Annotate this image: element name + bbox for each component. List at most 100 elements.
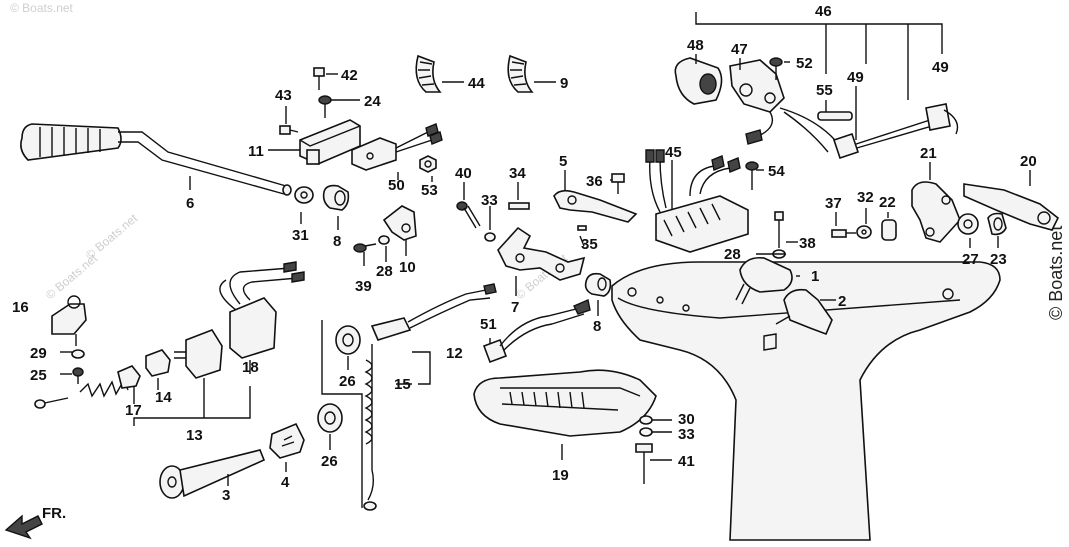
callout-36: 36 (586, 173, 603, 190)
part-collar-22 (881, 219, 897, 241)
part-2 (775, 288, 833, 336)
callout-8a: 8 (333, 233, 341, 250)
callout-38: 38 (799, 235, 816, 252)
part-grip-19 (473, 369, 657, 437)
part-washer-31 (294, 186, 314, 204)
part-switch-51 (482, 299, 591, 364)
callout-45: 45 (665, 144, 682, 161)
part-switch-47 (729, 59, 785, 113)
callout-13: 13 (186, 427, 203, 444)
callout-9: 9 (560, 75, 568, 92)
part-link-20 (963, 183, 1060, 231)
callout-1: 1 (811, 268, 819, 285)
part-clip-16 (51, 295, 87, 335)
part-link-7 (497, 226, 586, 281)
part-switch-body-13 (174, 329, 223, 379)
callout-32: 32 (857, 189, 874, 206)
watermark-boats-net: © Boats.net (1046, 226, 1066, 320)
callout-12: 12 (446, 345, 463, 362)
part-bolt-43 (279, 125, 299, 135)
callout-26a: 26 (339, 373, 356, 390)
part-bolt-42 (313, 67, 325, 90)
callout-25: 25 (30, 367, 47, 384)
part-lever-10 (382, 205, 417, 241)
part-washer-30 (639, 415, 653, 425)
callout-28b: 28 (724, 246, 741, 263)
watermark-faint-left2: © Boats.net (83, 211, 141, 263)
callout-4: 4 (281, 474, 290, 491)
part-washer-29 (71, 349, 85, 359)
callout-14: 14 (155, 389, 172, 406)
callout-44: 44 (468, 75, 485, 92)
callout-50: 50 (388, 177, 405, 194)
callout-8b: 8 (593, 318, 601, 335)
direction-label: FR. (42, 505, 66, 522)
callout-28a: 28 (376, 263, 393, 280)
callout-numbers: 1 2 3 4 5 6 7 8 8 9 10 11 12 13 14 15 16… (12, 3, 1037, 504)
callout-19: 19 (552, 467, 569, 484)
callout-2: 2 (838, 293, 846, 310)
callout-22: 22 (879, 194, 896, 211)
callout-46: 46 (815, 3, 832, 20)
callout-49b: 49 (932, 59, 949, 76)
part-washer-32 (856, 225, 872, 239)
part-bolt-40 (456, 201, 481, 229)
part-nut-14 (145, 349, 171, 377)
callout-54: 54 (768, 163, 785, 180)
callout-33a: 33 (481, 192, 498, 209)
callout-17: 17 (125, 402, 142, 419)
part-screw-25 (72, 367, 84, 384)
part-spacer-23 (987, 212, 1007, 236)
part-bracket-5 (553, 189, 638, 223)
leader-lines (60, 12, 1031, 508)
callout-51: 51 (480, 316, 497, 333)
part-clamp-9 (507, 54, 534, 93)
part-fuse-55 (817, 111, 853, 121)
part-harness-49 (745, 103, 959, 160)
part-bolt-39 (353, 243, 377, 253)
callout-16: 16 (12, 299, 29, 316)
part-bolt-38 (774, 211, 784, 248)
callout-37: 37 (825, 195, 842, 212)
part-washer-28-left (378, 235, 390, 245)
part-bushing-27 (957, 213, 979, 235)
callout-31: 31 (292, 227, 309, 244)
part-grommet-26a (335, 325, 361, 355)
callout-34: 34 (509, 165, 526, 182)
part-bolt-41 (635, 443, 653, 484)
part-washer-33-lower (639, 427, 653, 437)
callout-20: 20 (1020, 153, 1037, 170)
part-shaft-3 (159, 449, 266, 499)
callout-21: 21 (920, 145, 937, 162)
part-1 (735, 256, 793, 305)
part-bolt-36 (611, 173, 625, 194)
callout-39: 39 (355, 278, 372, 295)
part-bushing-8 (322, 184, 350, 211)
callout-49a: 49 (847, 69, 864, 86)
callout-6: 6 (186, 195, 194, 212)
direction-arrow-icon (4, 514, 43, 540)
callout-41: 41 (678, 453, 695, 470)
callout-30: 30 (678, 411, 695, 428)
callout-48: 48 (687, 37, 704, 54)
callout-53: 53 (421, 182, 438, 199)
part-kill-switch-48 (674, 57, 723, 105)
part-bolt-52 (769, 57, 783, 80)
callout-15: 15 (394, 376, 411, 393)
callout-10: 10 (399, 259, 416, 276)
part-pin-34 (508, 202, 530, 210)
part-clamp-44 (415, 54, 442, 93)
part-screw-54 (745, 161, 759, 190)
callout-24: 24 (364, 93, 381, 110)
part-bracket-11 (299, 119, 361, 165)
callout-43: 43 (275, 87, 292, 104)
part-cdi-45 (645, 149, 749, 253)
part-grommet-26b (317, 403, 343, 433)
callout-33b: 33 (678, 426, 695, 443)
callout-42: 42 (341, 67, 358, 84)
callout-40: 40 (455, 165, 472, 182)
callout-52: 52 (796, 55, 813, 72)
callout-3: 3 (222, 487, 230, 504)
callout-5: 5 (559, 153, 567, 170)
